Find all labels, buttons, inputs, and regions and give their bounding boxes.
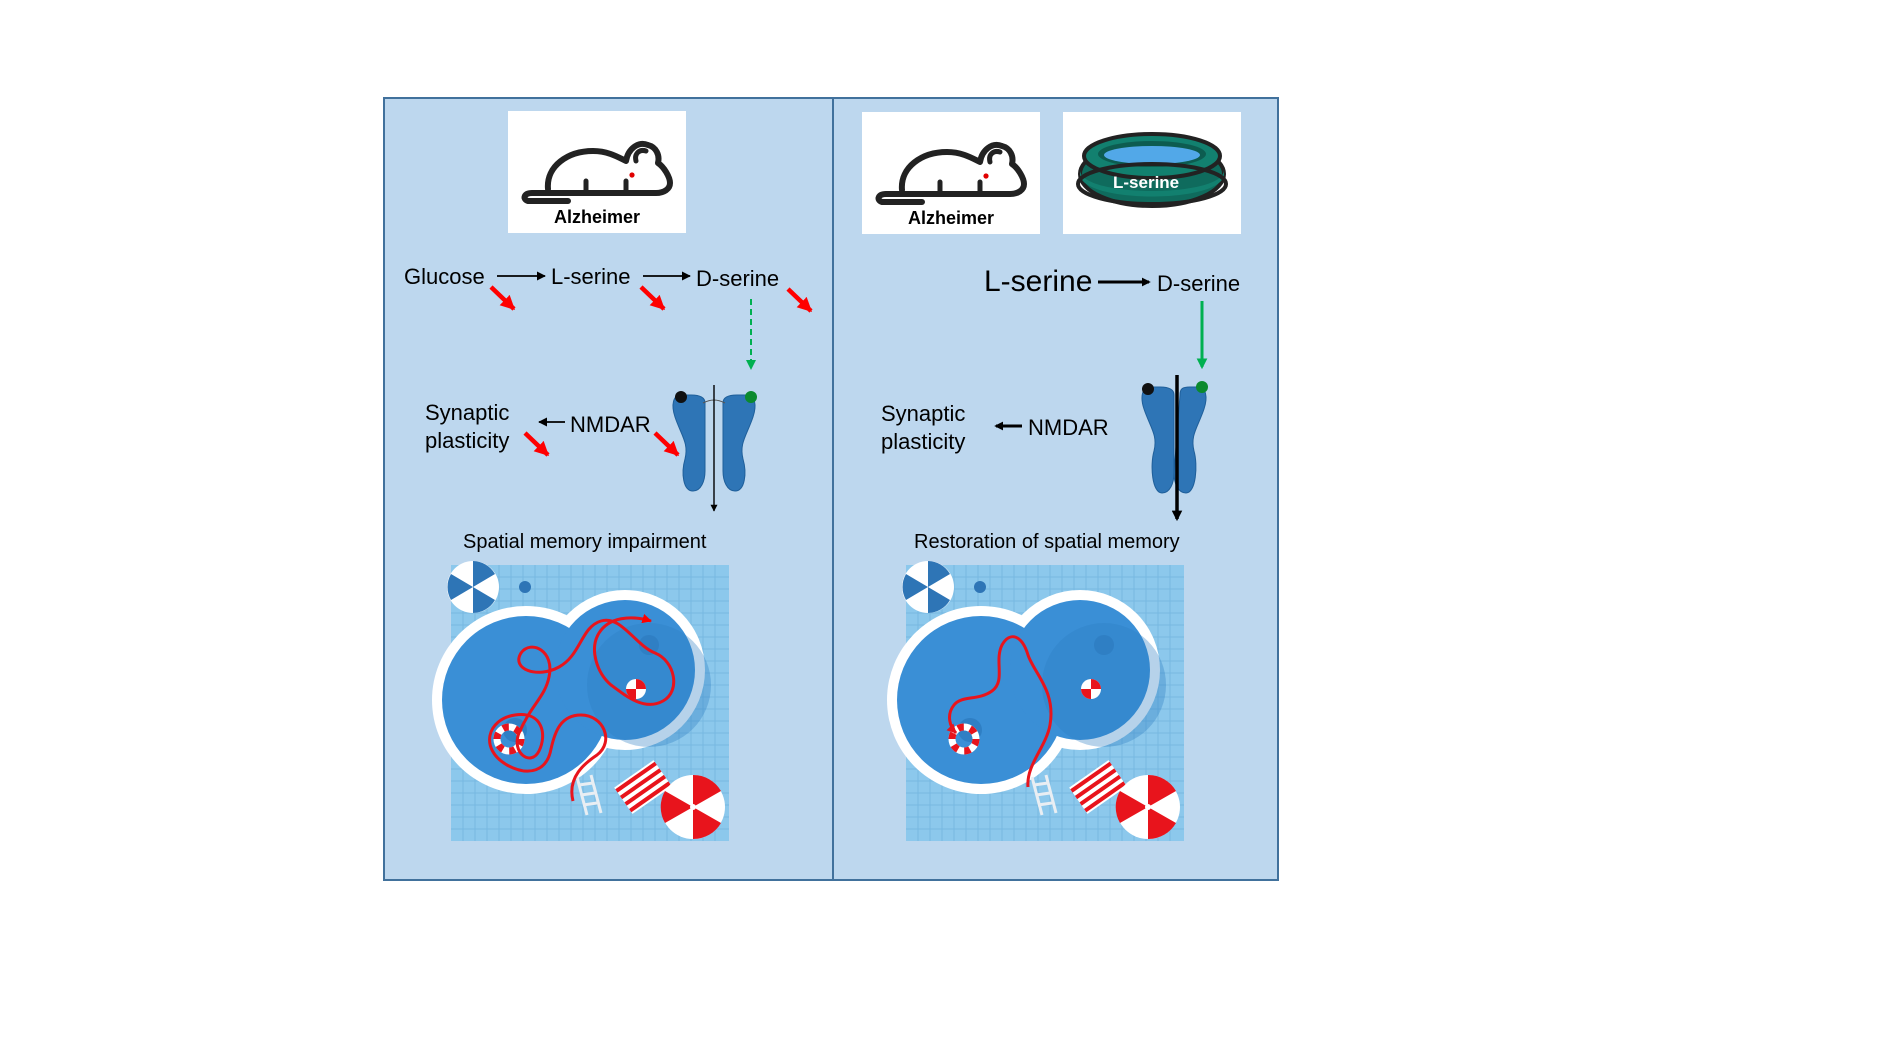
- synaptic-label-line1: Synaptic: [425, 400, 510, 425]
- lserine-bowl-card: L-serine: [1063, 112, 1241, 234]
- bowl-label: L-serine: [1113, 173, 1180, 192]
- outcome-label: Restoration of spatial memory: [914, 531, 1180, 553]
- d-serine-label: D-serine: [1157, 271, 1241, 296]
- decrease-arrow-icon: [786, 287, 813, 313]
- decrease-arrow-icon: [489, 285, 516, 311]
- nmdar-label: NMDAR: [570, 412, 651, 437]
- right-diagram-graphics: [887, 277, 1208, 841]
- water-maze-icon: [887, 561, 1184, 841]
- mouse-icon: [875, 142, 1027, 205]
- glucose-label: Glucose: [404, 264, 485, 289]
- mouse-card: Alzheimer: [862, 112, 1040, 234]
- d-serine-label: D-serine: [696, 266, 780, 291]
- l-serine-label: L-serine: [551, 264, 631, 289]
- figure: Alzheimer Glucose L-serine D-serine Syna…: [383, 97, 1279, 881]
- synaptic-label-line1: Synaptic: [881, 401, 966, 426]
- panel-alzheimer: Alzheimer Glucose L-serine D-serine Syna…: [385, 99, 832, 879]
- nmda-receptor-icon: [1141, 375, 1208, 522]
- decrease-arrow-icon: [639, 285, 666, 311]
- l-serine-label: L-serine: [984, 265, 1093, 298]
- panel-lserine-treatment: Alzheimer L-serine L-serine D-serine Syn…: [834, 99, 1281, 879]
- mouse-caption: Alzheimer: [907, 208, 995, 228]
- synaptic-label-line2: plasticity: [425, 428, 510, 453]
- water-maze-icon: [432, 561, 729, 841]
- mouse-icon: [521, 141, 673, 204]
- mouse-card: Alzheimer: [508, 111, 686, 233]
- left-diagram-graphics: [432, 271, 813, 841]
- outcome-label: Spatial memory impairment: [463, 531, 707, 553]
- nmda-receptor-icon: [672, 385, 757, 512]
- decrease-arrow-icon: [523, 431, 550, 457]
- nmdar-label: NMDAR: [1028, 415, 1109, 440]
- decrease-arrow-icon: [653, 431, 680, 457]
- mouse-caption: Alzheimer: [553, 207, 641, 227]
- synaptic-label-line2: plasticity: [881, 429, 966, 454]
- food-bowl-icon: [1076, 132, 1228, 208]
- panel-divider: [832, 99, 834, 879]
